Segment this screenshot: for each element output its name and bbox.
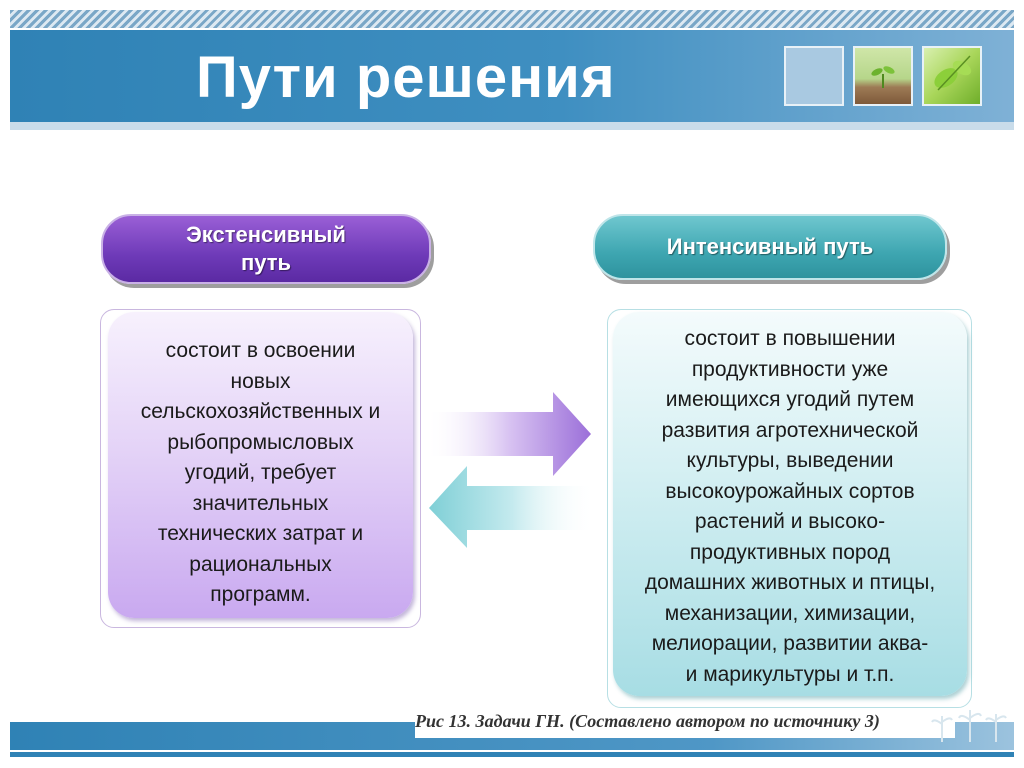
intensive-text-line: мелиорации, развитии аква- bbox=[651, 632, 929, 655]
intensive-text-line: высокоурожайных сортов bbox=[665, 479, 915, 503]
intensive-text-line: и марикультуры и т.п. bbox=[685, 662, 895, 686]
extensive-path-heading: Экстенсивный путь bbox=[101, 214, 431, 284]
extensive-description-panel: состоит в освоении новых сельскохозяйств… bbox=[108, 312, 413, 618]
decor-thumbnail-blank bbox=[784, 46, 844, 106]
figure-caption: Рис 13. Задачи ГН. (Составлено автором п… bbox=[415, 711, 880, 731]
header-bar bbox=[10, 30, 1014, 122]
exchange-arrows bbox=[425, 392, 595, 548]
extensive-heading-line: Экстенсивный bbox=[186, 222, 346, 247]
extensive-text-line: рыбопромысловых bbox=[167, 430, 354, 454]
intensive-text-line: культуры, выведении bbox=[686, 449, 894, 472]
arrow-left-icon bbox=[429, 466, 595, 548]
header-stripes bbox=[10, 10, 1014, 28]
extensive-text-line: угодий, требует bbox=[184, 461, 337, 484]
intensive-description-panel: состоит в повышении продуктивности уже и… bbox=[613, 312, 967, 696]
sprout-icon bbox=[871, 66, 895, 88]
header-underline bbox=[10, 122, 1014, 130]
caption-background bbox=[415, 708, 955, 738]
extensive-text-line: состоит в освоении bbox=[165, 339, 356, 362]
extensive-text-line: сельскохозяйственных и bbox=[140, 400, 381, 423]
extensive-text-line: рациональных bbox=[189, 552, 332, 576]
intensive-text-line: домашних животных и птицы, bbox=[644, 571, 936, 594]
intensive-text-line: растений и высоко- bbox=[694, 510, 886, 533]
arrow-right-icon bbox=[425, 392, 591, 476]
intensive-text-line: продуктивных пород bbox=[689, 540, 891, 564]
intensive-path-heading: Интенсивный путь bbox=[593, 214, 947, 280]
extensive-text-line: программ. bbox=[210, 583, 311, 606]
intensive-text-line: продуктивности уже bbox=[691, 357, 889, 381]
intensive-text-line: состоит в повышении bbox=[684, 327, 896, 350]
leaf-thumbnail bbox=[922, 46, 982, 106]
intensive-text-line: имеющихся угодий путем bbox=[665, 388, 915, 411]
intensive-text-line: механизации, химизации, bbox=[664, 601, 916, 625]
intensive-heading-text: Интенсивный путь bbox=[666, 234, 874, 259]
slide-title: Пути решения bbox=[196, 45, 616, 110]
leaf-icon bbox=[934, 55, 972, 91]
extensive-heading-line: путь bbox=[240, 250, 292, 275]
plants-decoration-icon bbox=[931, 710, 1007, 742]
intensive-text-line: развития агротехнической bbox=[661, 418, 919, 442]
extensive-text-line: значительных bbox=[192, 491, 329, 515]
sprout-thumbnail bbox=[853, 46, 913, 106]
footer-stripe bbox=[10, 752, 1014, 757]
extensive-text-line: технических затрат и bbox=[157, 522, 364, 545]
extensive-text-line: новых bbox=[230, 369, 291, 393]
